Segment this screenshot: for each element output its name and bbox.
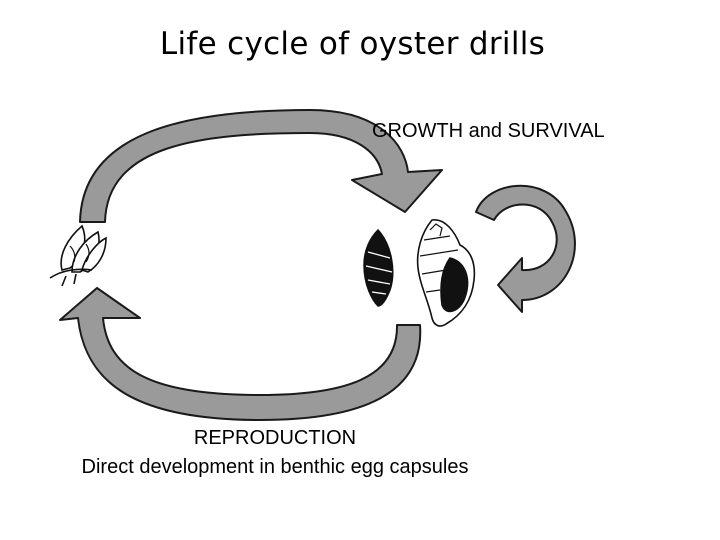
reproduction-detail: Direct development in benthic egg capsul…: [81, 456, 469, 478]
juvenile-snail-icon: [363, 228, 394, 307]
survival-loop-arrow: [475, 184, 576, 313]
reproduction-arrow: [59, 287, 422, 421]
reproduction-label: REPRODUCTION: [193, 427, 357, 449]
egg-capsules-icon: [49, 224, 107, 287]
adult-snail-icon: [416, 219, 476, 327]
diagram-title: Life cycle of oyster drills: [159, 26, 546, 62]
growth-arrow: [79, 109, 443, 223]
growth-label: GROWTH and SURVIVAL: [372, 120, 605, 142]
